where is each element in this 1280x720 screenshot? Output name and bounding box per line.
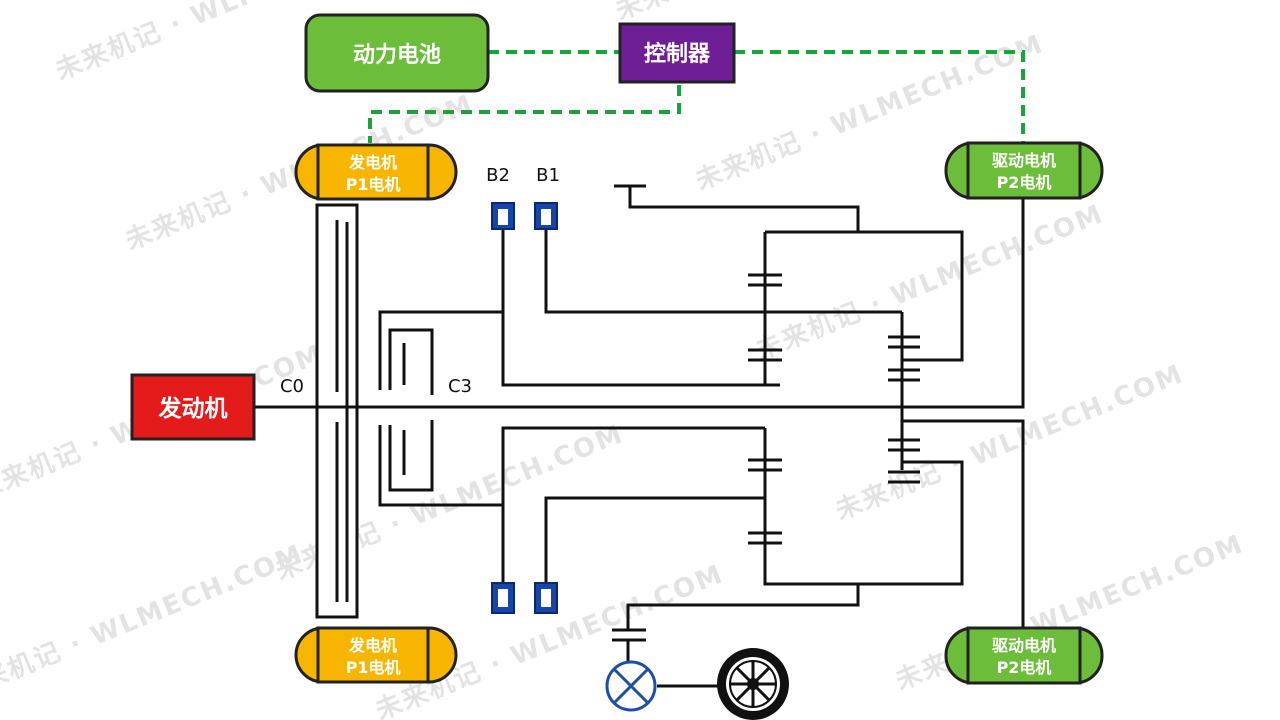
c0-clutch: [255, 203, 380, 619]
battery-label: 动力电池: [353, 43, 441, 68]
generator-top-label-2: P1电机: [346, 175, 401, 194]
signal-lines: [368, 50, 1025, 143]
c3-inner-top: [388, 328, 434, 395]
drive-motor-bottom: 驱动电机 P2电机: [944, 626, 1104, 685]
controller-box: [618, 22, 736, 84]
gear-mesh: [888, 335, 920, 349]
c3-label: C3: [448, 376, 472, 397]
output-gear-mesh: [612, 628, 646, 642]
b1-label: B1: [536, 165, 560, 186]
drive-motor-bottom-body: [966, 626, 1082, 685]
generator-bottom-body: [316, 626, 430, 684]
controller-generator-line: [368, 85, 681, 143]
gear-mesh: [888, 368, 920, 382]
crossed-circle-icon: [605, 660, 657, 712]
brakes: [491, 202, 558, 614]
battery-box: [304, 13, 490, 93]
input-shaft: [255, 198, 1025, 409]
brake-b1-bottom-slot: [541, 589, 551, 607]
gear-mesh: [888, 438, 920, 452]
drive-motor-top: 驱动电机 P2电机: [944, 141, 1104, 200]
controller-label: 控制器: [644, 41, 711, 67]
watermark: 未来机记 · WLMECH.COM: [751, 199, 1108, 366]
drive-motor-top-label-1: 驱动电机: [992, 151, 1056, 170]
b2-drum-top: [501, 228, 780, 387]
watermark: 未来机记 · WLMECH.COM: [0, 539, 308, 706]
gear-mesh: [748, 348, 782, 362]
brake-b2-bottom-slot: [498, 589, 508, 607]
controller: 控制器: [618, 22, 736, 84]
brake-b2-top-slot: [498, 209, 508, 225]
generator-bottom-label-2: P1电机: [346, 658, 401, 677]
battery: 动力电池: [304, 13, 490, 93]
gear-mesh: [888, 470, 920, 484]
b1-drum-top: [544, 228, 902, 314]
controller-drive-motor-line: [734, 50, 1025, 143]
drive-motor-bottom-label-2: P2电机: [997, 658, 1052, 677]
top-output-link: [628, 186, 860, 232]
drive-motor-bottom-shaft: [902, 419, 1025, 628]
c3-plates-bottom: [402, 430, 434, 490]
engine-label: 发动机: [158, 395, 228, 422]
drive-motor-bottom-label-1: 驱动电机: [992, 636, 1056, 655]
engine: 发动机: [130, 373, 256, 441]
generator-top-label-1: 发电机: [348, 153, 397, 172]
bottom-output-link: [626, 584, 860, 630]
top-carrier: [765, 230, 964, 362]
watermark: 未来机记 · WLMECH.COM: [831, 359, 1188, 526]
b1-drum-bottom: [544, 496, 765, 583]
shaft-structure: [255, 184, 1025, 688]
wheel-hub: [747, 678, 759, 690]
engine-box: [130, 373, 256, 441]
b2-drum-bottom: [501, 426, 765, 583]
joint-cross: [612, 667, 650, 705]
b2-label: B2: [486, 165, 510, 186]
gear-mesh: [748, 531, 782, 545]
c3-drum-top: [378, 310, 503, 390]
brake-b1-top-slot: [541, 209, 551, 225]
gear-mesh: [748, 458, 782, 472]
generator-bottom: 发电机 P1电机: [294, 626, 458, 684]
generator-top: 发电机 P1电机: [294, 143, 458, 201]
wheel-icon: [717, 648, 789, 720]
gear-mesh: [748, 273, 782, 287]
c0-label: C0: [280, 376, 304, 397]
drive-motor-top-label-2: P2电机: [997, 173, 1052, 192]
generator-top-body: [316, 143, 430, 201]
c3-drum-bottom: [378, 425, 503, 507]
c3-inner-bottom: [388, 420, 434, 492]
generator-bottom-label-1: 发电机: [348, 636, 397, 655]
drive-motor-top-body: [966, 141, 1082, 200]
c3-plates-top: [402, 330, 434, 385]
watermarks: 未来机记 · WLMECH.COM 未来机记 · WLMECH.COM 未来机记…: [0, 0, 1248, 720]
